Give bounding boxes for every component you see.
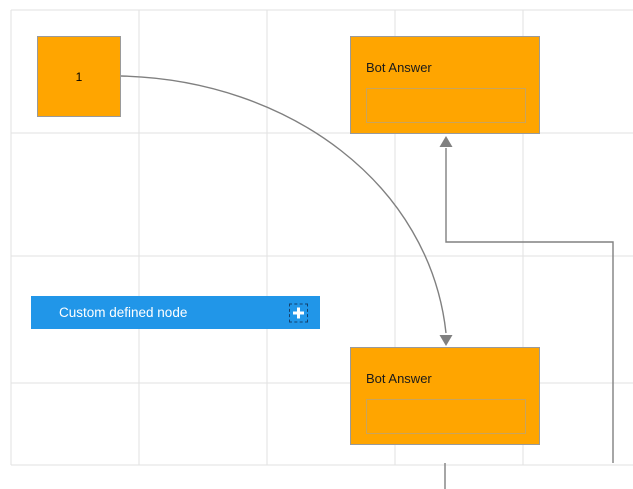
custom-defined-node-label: Custom defined node	[59, 305, 188, 320]
bot-answer-node-top[interactable]: Bot Answer	[350, 36, 540, 134]
bot-answer-node-bottom-label: Bot Answer	[366, 371, 432, 386]
edge-start-to-bot-answer-bottom-arrowhead	[439, 335, 453, 346]
plus-icon[interactable]	[289, 303, 308, 322]
start-node[interactable]: 1	[37, 36, 121, 117]
bot-answer-node-bottom[interactable]: Bot Answer	[350, 347, 540, 445]
custom-defined-node-item[interactable]: Custom defined node	[31, 296, 320, 329]
bot-answer-node-top-slot[interactable]	[366, 88, 526, 123]
edge-bot-answer-bottom-to-bot-answer-top-arrowhead	[439, 136, 453, 147]
bot-answer-node-top-label: Bot Answer	[366, 60, 432, 75]
bot-answer-node-bottom-slot[interactable]	[366, 399, 526, 434]
start-node-label: 1	[75, 69, 83, 84]
